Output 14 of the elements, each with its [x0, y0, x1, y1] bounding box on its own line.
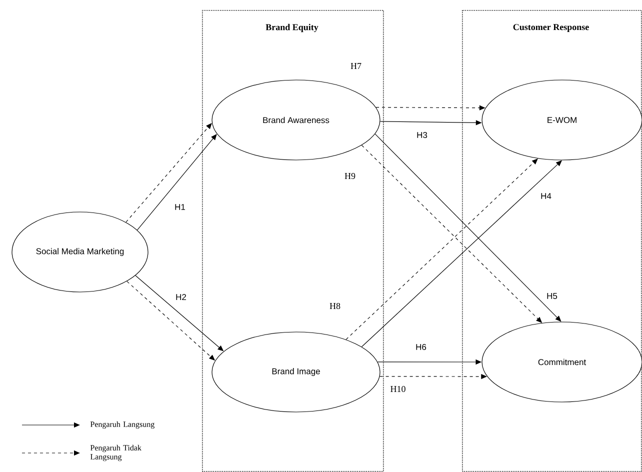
edge-label: H1 — [174, 203, 186, 211]
node-label: Commitment — [538, 358, 586, 366]
edge-label: H2 — [174, 293, 188, 301]
edge-label: H3 — [416, 131, 428, 140]
edge-label: H9 — [344, 172, 356, 180]
node-label: E-WOM — [548, 117, 576, 124]
legend-text: Pengaruh Langsung — [90, 421, 154, 429]
edge-label: H6 — [414, 343, 428, 352]
edge-label: H5 — [546, 292, 558, 300]
edge-label: H7 — [350, 62, 362, 70]
legend-text: Pengaruh Tidak Langsung — [90, 444, 142, 462]
edge-label: H4 — [540, 192, 552, 200]
edge-label: H8 — [328, 302, 342, 310]
edge-label: H10 — [389, 384, 407, 394]
